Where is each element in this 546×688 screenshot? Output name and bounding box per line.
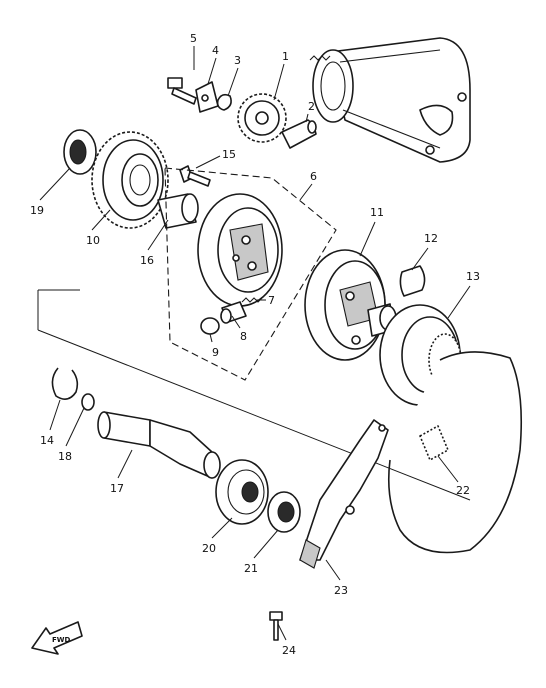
idler-shaft [281,119,317,149]
callout-10: 10 [86,234,100,247]
callout-21: 21 [244,562,258,575]
callout-24: 24 [282,644,296,657]
callout-5: 5 [190,32,197,45]
guide-rail [299,419,389,569]
forward-arrow-icon: FWD [31,621,83,655]
cover-outline [387,351,522,554]
rail-screw [269,611,283,641]
spring [241,297,263,303]
clutch-housing [304,249,397,361]
callout-22: 22 [456,484,470,497]
clutch-assembly-outline [164,167,337,381]
lock-plate [195,81,219,113]
starter-motor [309,37,471,163]
callout-23: 23 [334,584,348,597]
callout-19: 19 [30,204,44,217]
starter-shaft [97,411,221,479]
callout-17: 17 [110,482,124,495]
callout-4: 4 [212,44,219,57]
callout-6: 6 [310,170,317,183]
callout-3: 3 [234,54,241,67]
idler-gear [237,93,287,143]
callout-8: 8 [240,330,247,343]
callout-9: 9 [212,346,219,359]
callout-1: 1 [282,50,289,63]
callout-16: 16 [140,254,154,267]
clutch-drum [379,304,462,406]
callout-12: 12 [424,232,438,245]
bushing [157,193,199,229]
oil-seal [63,129,97,175]
clip [216,93,232,111]
plunger [220,301,247,324]
callout-labels: 5 4 3 1 2 15 6 7 8 9 10 11 12 13 19 16 1… [30,32,480,657]
forward-arrow-label: FWD [52,636,71,644]
roller [200,317,220,335]
axis-line-diagonal [37,329,471,501]
starter-clutch [197,193,283,307]
bolt [167,77,197,105]
washer [81,393,95,411]
callout-13: 13 [466,270,480,283]
callout-15: 15 [222,148,236,161]
leader-lines [39,46,471,641]
starter-wheel-gear [91,131,169,229]
circlip [51,367,79,400]
callout-11: 11 [370,206,384,219]
oil-seal-small [267,491,301,533]
callout-14: 14 [40,434,54,447]
small-gear [419,425,449,461]
damper-block [399,265,426,297]
callout-7: 7 [268,294,275,307]
bearing [215,459,269,525]
clutch-screw [179,165,211,187]
callout-2: 2 [308,100,315,113]
callout-18: 18 [58,450,72,463]
callout-20: 20 [202,542,216,555]
